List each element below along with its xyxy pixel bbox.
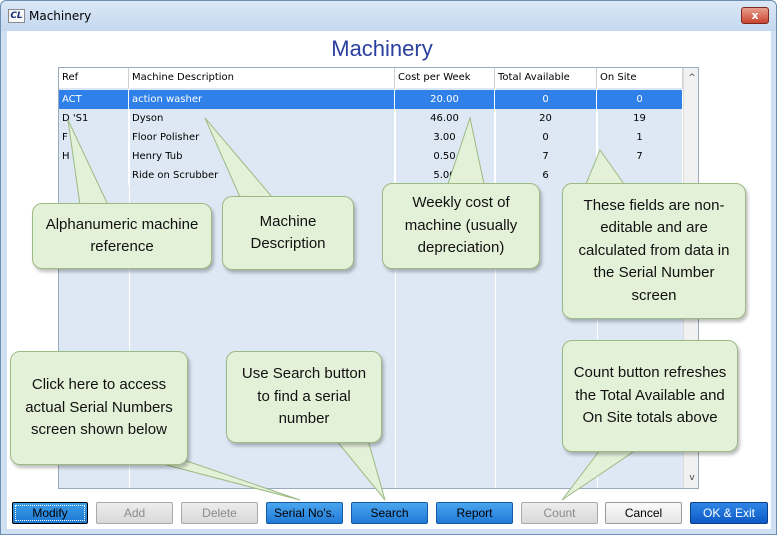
delete-button[interactable]: Delete [181, 502, 258, 524]
column-header-onsite[interactable]: On Site [597, 68, 683, 88]
column-divider [495, 88, 496, 488]
callout-ref: Alphanumeric machine reference [32, 203, 212, 269]
column-header-ref[interactable]: Ref [59, 68, 129, 88]
cell-total: 7 [495, 147, 597, 166]
cell-cost: 0.50 [395, 147, 495, 166]
cell-ref: H [59, 147, 129, 166]
cell-total: 20 [495, 109, 597, 128]
title-bar: CL Machinery x [1, 1, 776, 31]
callout-search: Use Search button to find a serial numbe… [226, 351, 382, 443]
cell-cost: 46.00 [395, 109, 495, 128]
cell-cost: 5.00 [395, 166, 495, 185]
column-divider [129, 88, 130, 488]
modify-button-label: Modify [32, 506, 68, 520]
cell-description: Floor Polisher [129, 128, 395, 147]
cell-onsite [597, 166, 683, 185]
cell-ref: ACT [59, 90, 129, 109]
search-button-label: Search [370, 506, 409, 520]
serial-numbers-button[interactable]: Serial No's. [266, 502, 343, 524]
cell-onsite: 1 [597, 128, 683, 147]
delete-button-label: Delete [202, 506, 237, 520]
table-row[interactable]: ACT action washer 20.00 0 0 [59, 90, 683, 109]
report-button[interactable]: Report [436, 502, 513, 524]
count-button[interactable]: Count [521, 502, 598, 524]
table-row[interactable]: F Floor Polisher 3.00 0 1 [59, 128, 683, 147]
search-button[interactable]: Search [351, 502, 428, 524]
scroll-up-arrow-icon[interactable]: ^ [688, 73, 696, 83]
grid-body: ACT action washer 20.00 0 0 D 'S1 Dyson … [59, 88, 683, 488]
serial-numbers-button-label: Serial No's. [274, 506, 335, 520]
cell-description: action washer [129, 90, 395, 109]
callout-serial-numbers: Click here to access actual Serial Numbe… [10, 351, 188, 465]
scroll-down-arrow-icon[interactable]: v [689, 473, 695, 483]
cell-total: 0 [495, 90, 597, 109]
cell-description: Henry Tub [129, 147, 395, 166]
count-button-label: Count [543, 506, 576, 520]
callout-calculated-fields: These fields are non-editable and are ca… [562, 183, 746, 319]
ok-exit-button[interactable]: OK & Exit [690, 502, 768, 524]
grid-header: Ref Machine Description Cost per Week To… [59, 68, 683, 88]
callout-count: Count button refreshes the Total Availab… [562, 340, 738, 452]
callout-cost: Weekly cost of machine (usually deprecia… [382, 183, 540, 269]
column-header-total[interactable]: Total Available [495, 68, 597, 88]
cancel-button-label: Cancel [624, 506, 663, 520]
modify-button[interactable]: Modify [12, 502, 88, 524]
add-button-label: Add [123, 506, 146, 520]
cell-cost: 3.00 [395, 128, 495, 147]
cell-onsite: 19 [597, 109, 683, 128]
report-button-label: Report [456, 506, 493, 520]
cell-total: 0 [495, 128, 597, 147]
cell-ref [59, 166, 129, 185]
cell-onsite: 0 [597, 90, 683, 109]
column-header-description[interactable]: Machine Description [129, 68, 395, 88]
table-row[interactable]: H Henry Tub 0.50 7 7 [59, 147, 683, 166]
table-row[interactable]: D 'S1 Dyson 46.00 20 19 [59, 109, 683, 128]
cell-description: Dyson [129, 109, 395, 128]
cell-onsite: 7 [597, 147, 683, 166]
cell-ref: F [59, 128, 129, 147]
cell-cost: 20.00 [395, 90, 495, 109]
column-divider [395, 88, 396, 488]
page-title: Machinery [331, 36, 433, 61]
column-header-cost[interactable]: Cost per Week [395, 68, 495, 88]
window-title: Machinery [29, 9, 92, 23]
cell-description: Ride on Scrubber [129, 166, 395, 185]
add-button[interactable]: Add [96, 502, 173, 524]
callout-description: Machine Description [222, 196, 354, 270]
cancel-button[interactable]: Cancel [605, 502, 682, 524]
app-logo-icon: CL [8, 9, 25, 23]
ok-exit-button-label: OK & Exit [702, 506, 755, 520]
cell-ref: D 'S1 [59, 109, 129, 128]
close-button[interactable]: x [741, 7, 769, 24]
